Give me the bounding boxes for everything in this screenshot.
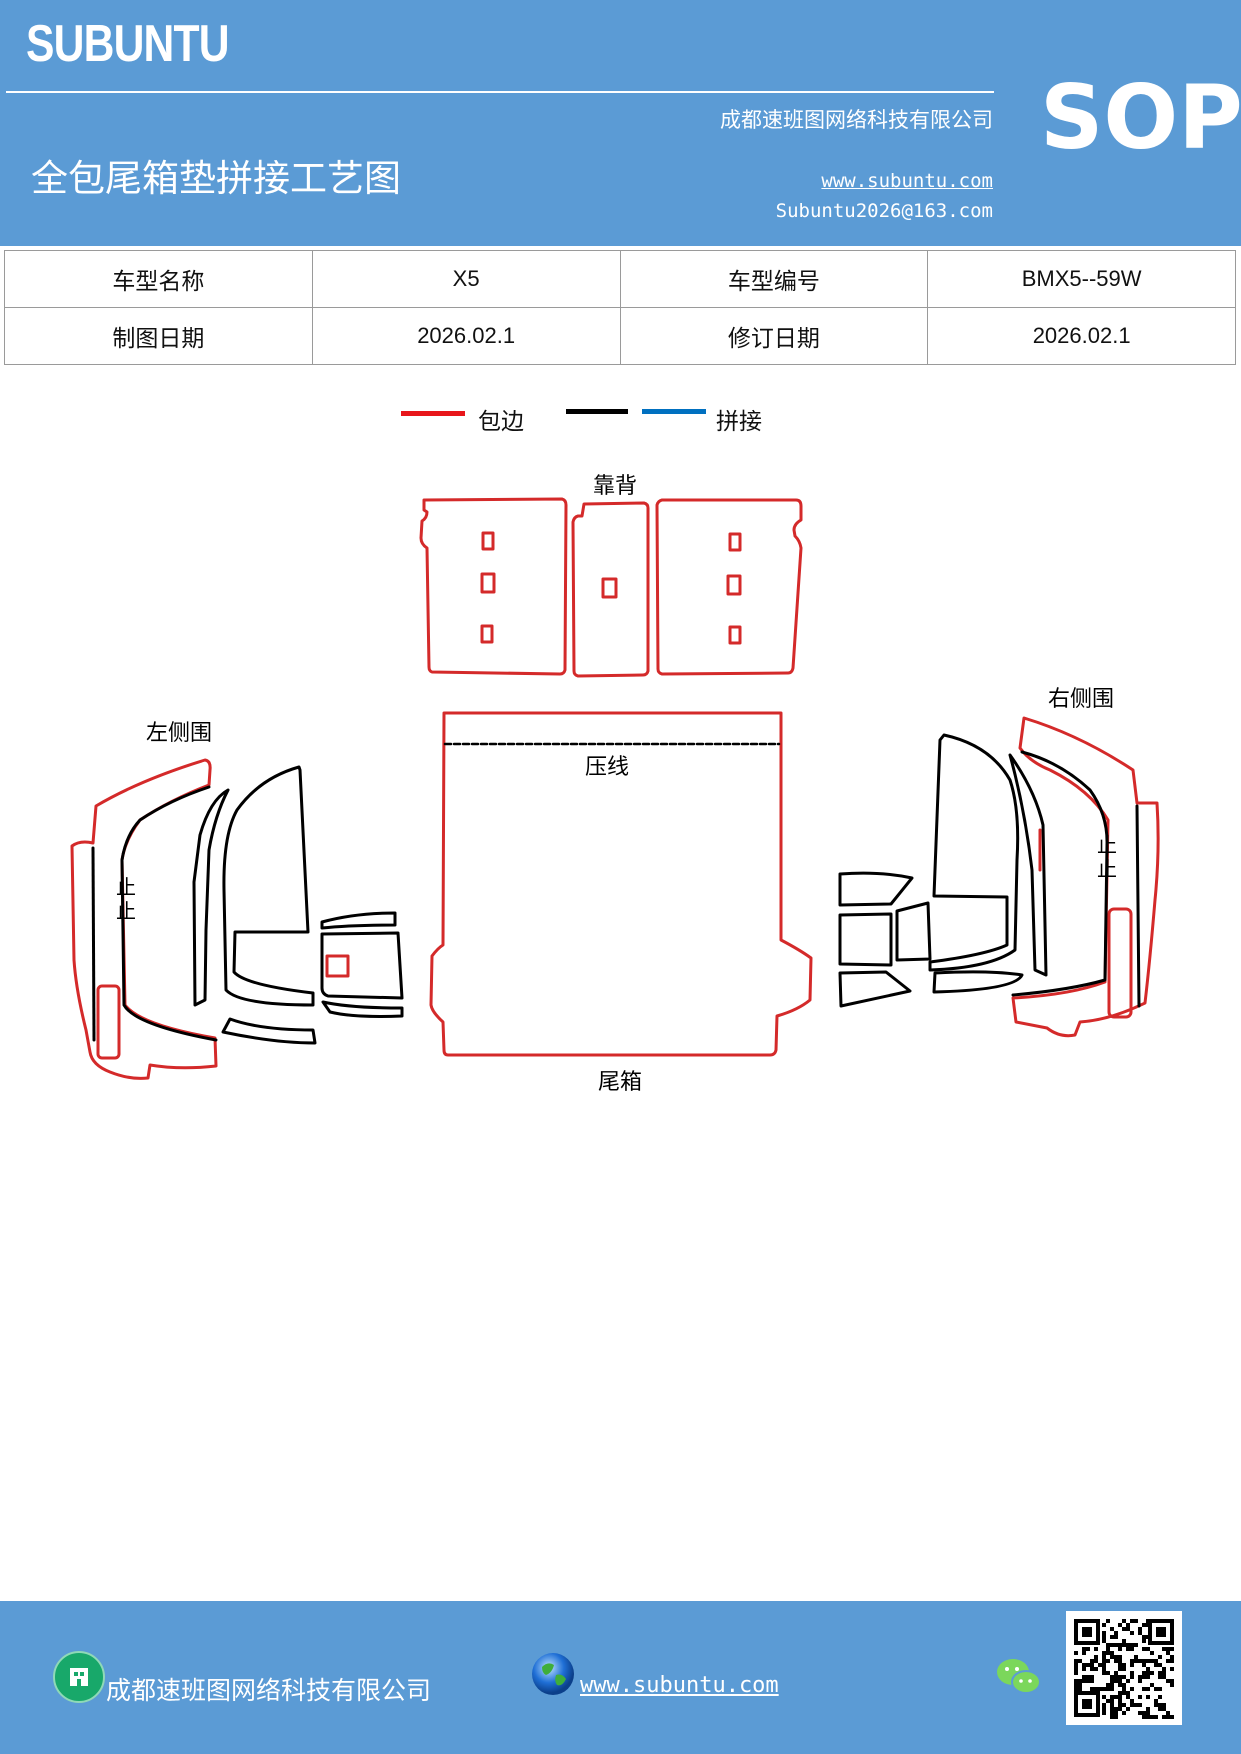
- right-side-right-block: [895, 901, 932, 962]
- model-name-label: 车型名称: [4, 250, 313, 308]
- model-name-value: X5: [311, 250, 621, 308]
- legend-swatch-black: [566, 409, 628, 414]
- right-side-insert: [1107, 907, 1133, 1019]
- header: SUBUNTU SOP 成都速班图网络科技有限公司 全包尾箱垫拼接工艺图 www…: [0, 0, 1241, 246]
- right-side-inner-panel: [1008, 753, 1048, 977]
- right-side-left-block: [838, 912, 893, 967]
- backrest-slot: [726, 574, 742, 596]
- header-divider: [6, 91, 994, 93]
- qr-code: [1066, 1611, 1182, 1725]
- page-title: 全包尾箱垫拼接工艺图: [31, 157, 401, 200]
- legend-label-splice: 拼接: [716, 409, 762, 435]
- backrest-center-panel: [571, 501, 650, 678]
- legend-swatch-red: [401, 411, 465, 416]
- legend-swatch-blue: [642, 409, 706, 414]
- wechat-icon: [995, 1655, 1043, 1699]
- footer: 成都速班图网络科技有限公司 www.subuntu.com: [0, 1601, 1241, 1754]
- sop-badge: SOP: [1040, 66, 1241, 169]
- backrest-slot: [728, 532, 742, 552]
- right-side-mid-panel: [1011, 750, 1109, 997]
- left-side-thin-strip: [321, 1000, 404, 1018]
- footer-company: 成都速班图网络科技有限公司: [106, 1676, 432, 1705]
- left-side-inner-panel: [192, 788, 230, 1007]
- left-side-box-panel: [320, 931, 404, 1000]
- company-name: 成都速班图网络科技有限公司: [720, 108, 993, 132]
- revise-date-value: 2026.02.1: [927, 307, 1236, 365]
- legend: 包边 拼接: [0, 398, 1241, 438]
- draw-date-value: 2026.02.1: [311, 307, 621, 365]
- right-side-strip: [1135, 804, 1141, 1008]
- label-stop: 止: [116, 875, 136, 899]
- table-row: 车型名称 X5 车型编号 BMX5--59W: [4, 250, 1236, 308]
- left-side-box-insert: [325, 954, 350, 978]
- backrest-slot: [480, 572, 496, 594]
- legend-label-edge: 包边: [478, 409, 524, 435]
- left-side-small-panel: [320, 911, 397, 930]
- brand-logo: SUBUNTU: [26, 15, 230, 73]
- right-side-bottom-block: [838, 970, 912, 1008]
- backrest-slot: [481, 531, 495, 551]
- backrest-slot: [480, 624, 494, 644]
- backrest-slot: [728, 625, 742, 645]
- label-left-side: 左侧围: [146, 721, 212, 746]
- label-crease: 压线: [585, 755, 629, 780]
- backrest-left-panel: [419, 497, 568, 676]
- trunk-floor-panel: [429, 711, 813, 1057]
- right-side-bottom-strip: [932, 970, 1024, 994]
- label-right-side: 右侧围: [1048, 687, 1114, 712]
- label-stop: 止: [1097, 857, 1117, 881]
- table-row: 制图日期 2026.02.1 修订日期 2026.02.1: [4, 307, 1236, 365]
- right-side-wheel-arch: [928, 733, 1020, 972]
- left-side-mid-panel: [120, 785, 218, 1042]
- backrest-slot: [601, 577, 618, 599]
- left-side-outer-panel: [70, 758, 218, 1080]
- right-side-top-block: [838, 871, 914, 907]
- label-trunk: 尾箱: [598, 1070, 642, 1095]
- model-code-value: BMX5--59W: [927, 250, 1236, 308]
- website-link[interactable]: www.subuntu.com: [821, 170, 993, 192]
- backrest-right-panel: [655, 498, 803, 676]
- revise-date-label: 修订日期: [619, 307, 929, 365]
- info-table: 车型名称 X5 车型编号 BMX5--59W 制图日期 2026.02.1 修订…: [4, 250, 1236, 365]
- label-stop: 止: [1097, 833, 1117, 857]
- building-icon: [53, 1651, 105, 1703]
- label-stop: 止: [116, 899, 136, 923]
- model-code-label: 车型编号: [619, 250, 929, 308]
- left-side-cut-panel: [91, 846, 96, 1042]
- globe-icon: [530, 1651, 576, 1697]
- left-side-bottom-strip: [221, 1017, 317, 1045]
- footer-website-link[interactable]: www.subuntu.com: [580, 1673, 779, 1698]
- left-side-wheel-arch: [222, 765, 315, 1007]
- label-backrest: 靠背: [593, 474, 637, 499]
- email-address: Subuntu2026@163.com: [775, 200, 993, 222]
- right-side-outer-panel: [1011, 716, 1160, 1038]
- left-side-insert: [96, 984, 121, 1060]
- draw-date-label: 制图日期: [4, 307, 313, 365]
